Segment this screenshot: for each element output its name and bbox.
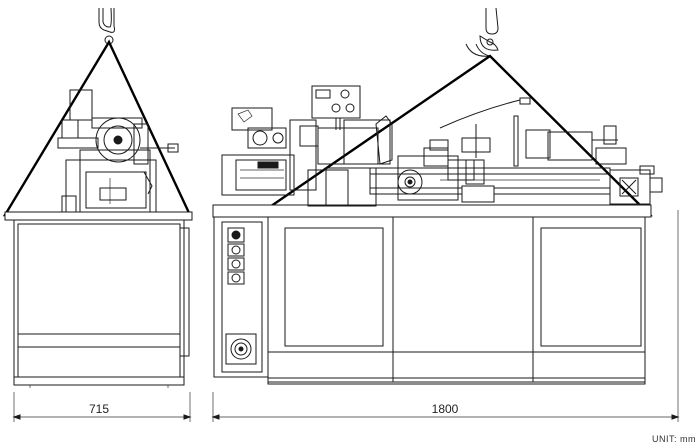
side-crane-hook xyxy=(98,7,115,45)
unit-label: UNIT: mm xyxy=(652,434,696,444)
front-cabinet xyxy=(267,216,646,385)
control-panel xyxy=(213,216,269,378)
front-width-label: 1800 xyxy=(432,402,459,416)
front-crane-hook xyxy=(465,7,499,57)
front-width-dimension: 1800 xyxy=(211,210,680,422)
side-bed-top xyxy=(4,211,193,221)
side-headstock xyxy=(57,89,179,213)
headstock xyxy=(221,107,319,196)
side-width-dimension: 715 xyxy=(12,392,192,422)
side-width-label: 715 xyxy=(89,402,109,416)
front-bed-top xyxy=(212,204,652,218)
tailstock xyxy=(547,125,663,205)
spindle-head xyxy=(307,115,393,207)
readout-panel xyxy=(311,85,361,130)
front-view: 1800 xyxy=(211,7,680,422)
carriage xyxy=(397,139,495,203)
tool-post xyxy=(439,97,551,167)
side-cabinet xyxy=(13,219,190,388)
front-sling xyxy=(254,54,653,217)
side-view: 715 xyxy=(2,7,193,422)
